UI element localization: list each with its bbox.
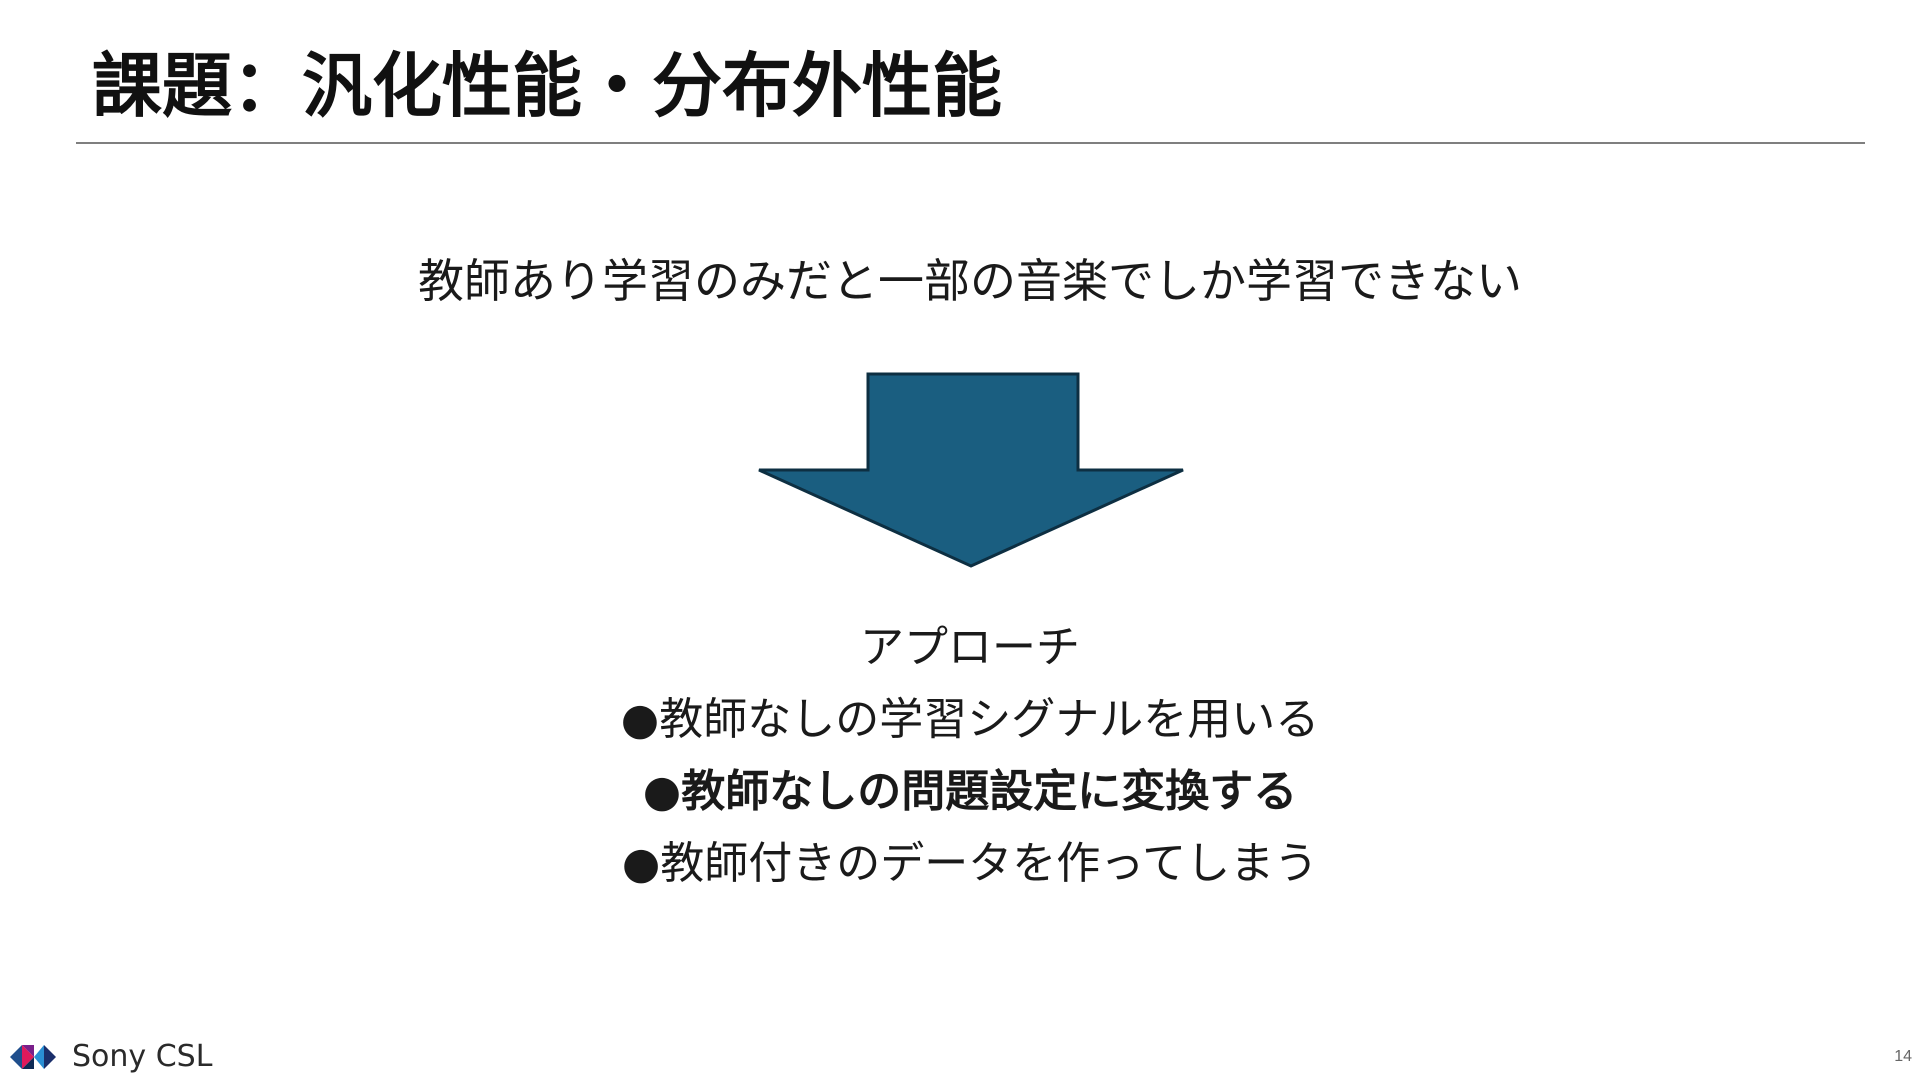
approach-heading: アプローチ	[860, 622, 1080, 673]
down-arrow-icon	[758, 372, 1184, 568]
approach-section: アプローチ ●教師なしの学習シグナルを用いる ●教師なしの問題設定に変換する ●…	[0, 612, 1920, 900]
slide-title: 課題：汎化性能・分布外性能	[92, 45, 1002, 127]
logo-text: Sony CSL	[72, 1039, 213, 1074]
approach-item: ●教師なしの学習シグナルを用いる	[620, 694, 1320, 745]
logo-mark-icon	[10, 1045, 56, 1069]
approach-item-emphasized: ●教師なしの問題設定に変換する	[642, 766, 1298, 817]
problem-statement: 教師あり学習のみだと一部の音楽でしか学習できない	[418, 254, 1522, 308]
sony-csl-logo: Sony CSL	[10, 1038, 212, 1076]
page-number: 14	[1894, 1048, 1912, 1065]
title-divider	[76, 142, 1865, 144]
down-arrow-shape	[758, 372, 1184, 568]
approach-item: ●教師付きのデータを作ってしまう	[621, 838, 1319, 889]
